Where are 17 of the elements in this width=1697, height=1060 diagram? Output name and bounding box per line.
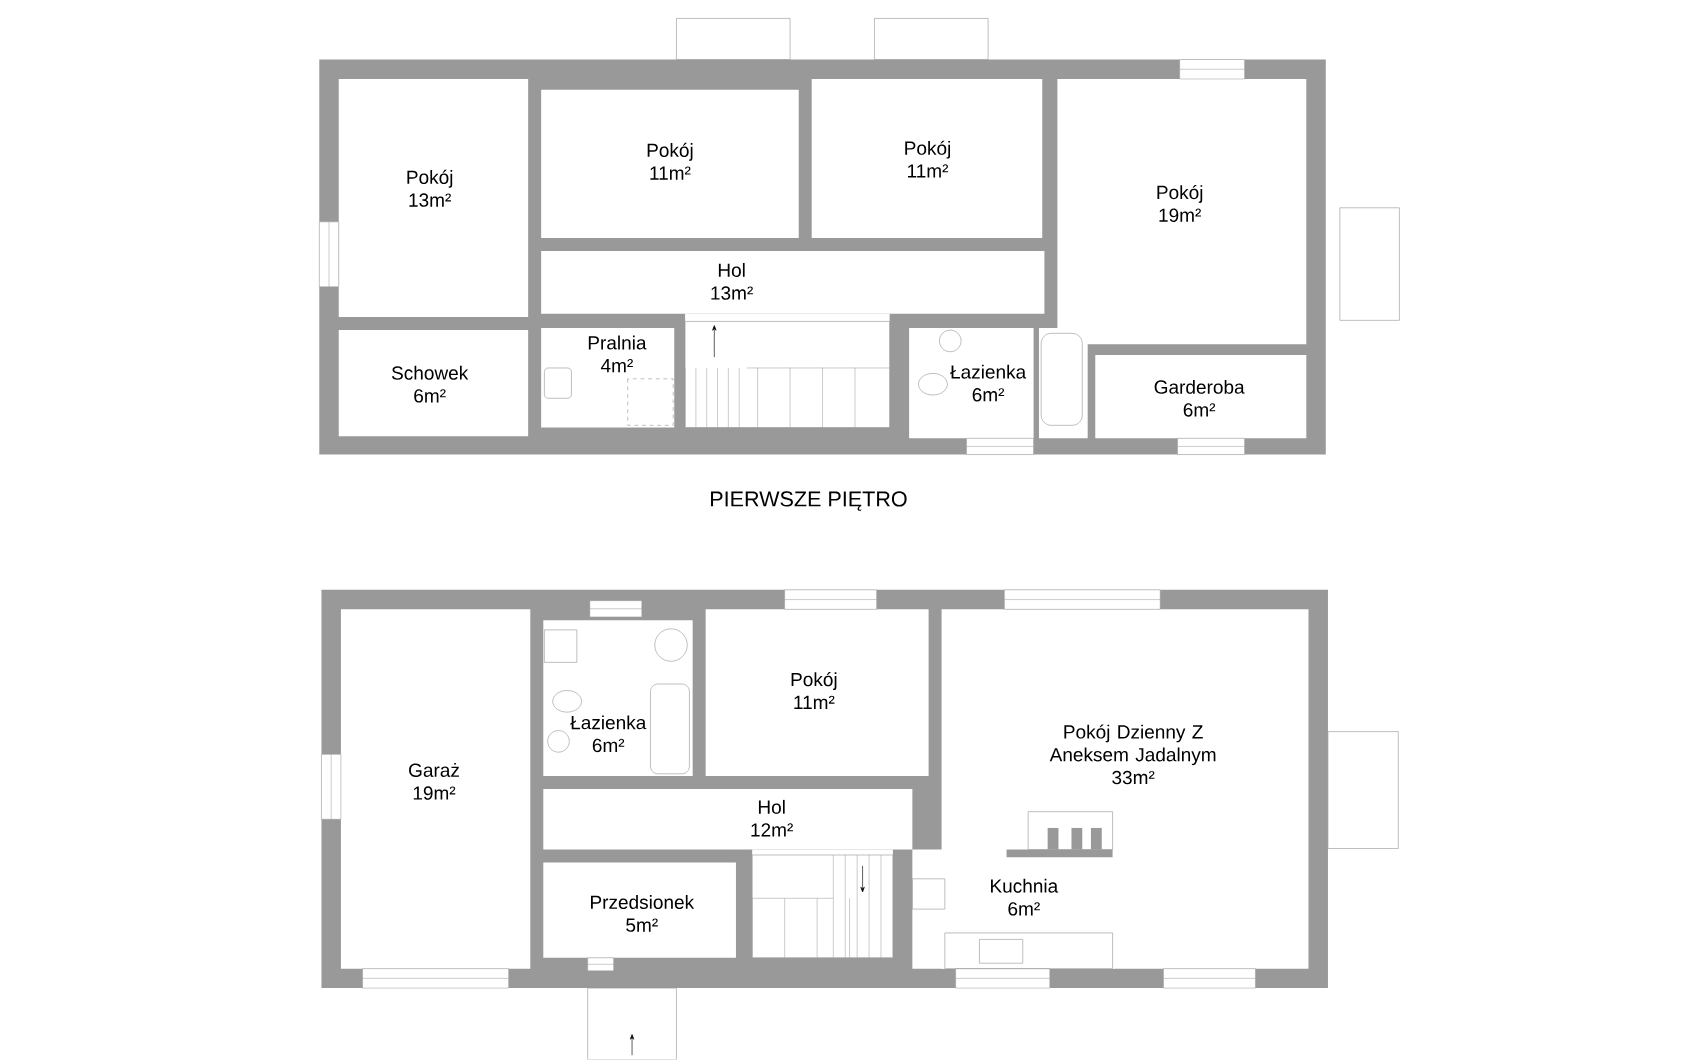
room-label: Pokój 11m² — [905, 140, 950, 178]
room-label: Hol 12m² — [751, 800, 793, 837]
room-label: Schowek 6m² — [391, 366, 469, 403]
room-label: Garaż 19m² — [409, 763, 459, 800]
room-label: Kuchnia 6m² — [991, 879, 1059, 916]
room-label: Pokój 19m² — [1157, 185, 1203, 223]
room-label: Hol 13m² — [711, 263, 753, 300]
room-label: Pokój 11m² — [647, 143, 693, 180]
room-label: Łazienka 6m² — [950, 364, 1027, 402]
room-label: Pokój 11m² — [791, 672, 837, 710]
room-label: Pralnia 4m² — [588, 335, 647, 373]
room-label: Pokój 13m² — [407, 170, 453, 208]
floor-label: PIERWSZE PIĘTRO — [711, 491, 907, 512]
room-label: Pokój Dzienny Z Aneksem Jadalnym 33m² — [1049, 724, 1216, 785]
room-label: Garderoba 6m² — [1154, 380, 1245, 417]
room-label: Przedsionek 5m² — [591, 895, 695, 933]
room-label: Łazienka 6m² — [570, 715, 647, 753]
